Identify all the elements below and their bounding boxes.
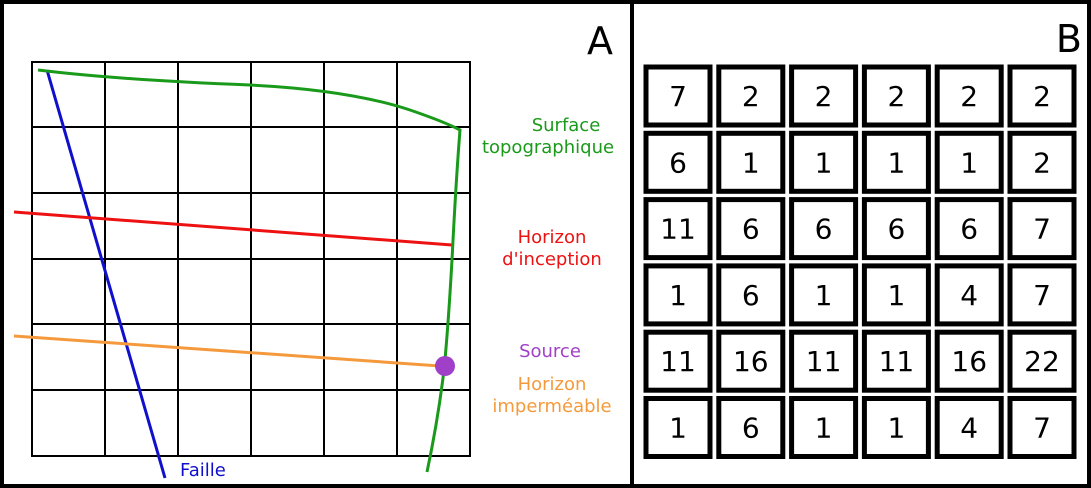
matrix-cell-value: 2 [742,80,760,113]
matrix-cell-value: 2 [960,80,978,113]
matrix-cell-value: 2 [1033,80,1051,113]
matrix-cell-value: 1 [887,146,905,179]
source-dot [435,356,455,376]
matrix-cell-value: 11 [660,213,696,246]
panel-b-letter: B [1056,17,1082,61]
matrix-cell-value: 7 [1033,412,1051,445]
matrix-cell-value: 1 [887,412,905,445]
matrix-cell-value: 11 [660,345,696,378]
label-surface-line2: topographique [482,137,614,158]
label-inception-line1: Horizon [518,227,587,248]
panel-a: A Surface topographique Horizon [14,19,614,481]
label-impermeable-line1: Horizon [518,374,587,395]
matrix-cell-value: 1 [742,146,760,179]
matrix-cell-value: 11 [806,345,842,378]
horizon-inception-line [14,212,452,245]
matrix-cell-value: 2 [1033,146,1051,179]
matrix-cell-value: 6 [669,146,687,179]
matrix-cell-value: 6 [742,213,760,246]
label-source: Source [519,341,581,362]
label-impermeable-line2: imperméable [492,396,611,417]
matrix-cell-value: 6 [815,213,833,246]
matrix-cell-value: 7 [1033,279,1051,312]
matrix-cell-value: 1 [815,146,833,179]
matrix-cell-value: 1 [815,279,833,312]
label-faille: Faille [180,460,226,481]
matrix-cell-value: 6 [742,279,760,312]
matrix-cell-value: 16 [733,345,769,378]
matrix-cell-value: 1 [669,412,687,445]
matrix-cell-value: 11 [879,345,915,378]
label-inception-line2: d'inception [502,249,602,270]
matrix-cell-value: 6 [960,213,978,246]
matrix-cell-value: 7 [1033,213,1051,246]
matrix-cell-value: 1 [960,146,978,179]
label-surface-line1: Surface [532,115,601,136]
matrix-cell-value: 2 [887,80,905,113]
matrix-cell-value: 7 [669,80,687,113]
matrix-cell-value: 4 [960,279,978,312]
matrix-cell-value: 1 [815,412,833,445]
matrix-cell-value: 2 [815,80,833,113]
matrix-cell-value: 1 [887,279,905,312]
horizon-impermeable-line [14,336,440,366]
panel-a-letter: A [587,19,613,63]
panel-a-grid [32,62,470,456]
matrix-cell-value: 6 [742,412,760,445]
matrix-cell-value: 16 [951,345,987,378]
matrix-cell-value: 4 [960,412,978,445]
matrix-cell-value: 1 [669,279,687,312]
matrix-cell-value: 22 [1024,345,1060,378]
matrix-cell-value: 6 [887,213,905,246]
